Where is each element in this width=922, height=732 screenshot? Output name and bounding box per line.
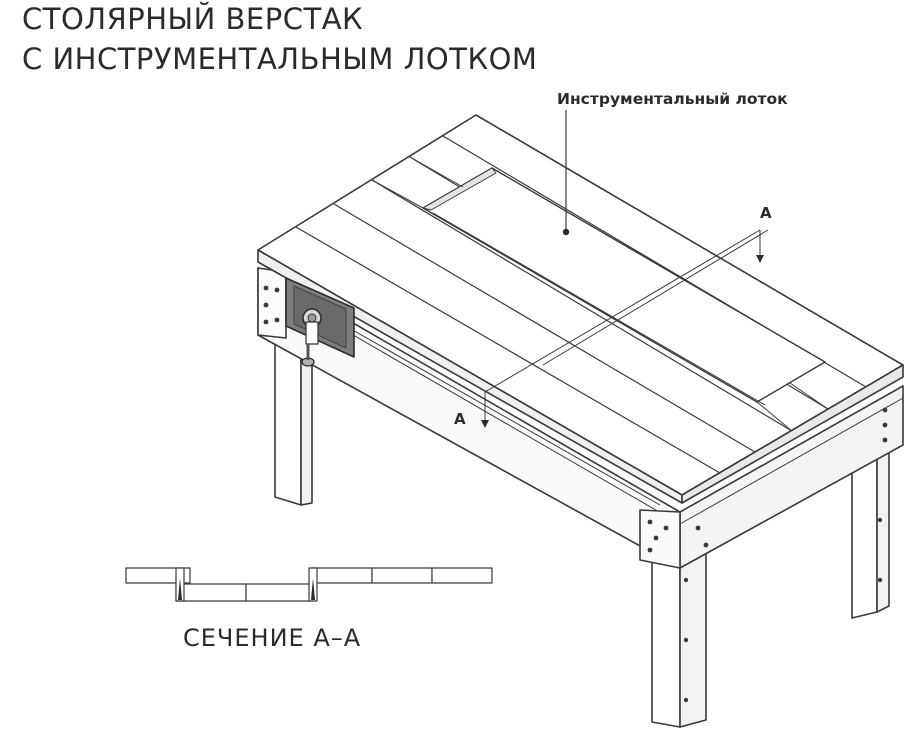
corner-post-front (639, 509, 709, 569)
tool-tray-leader (562, 110, 570, 236)
title-line-2: С ИНСТРУМЕНТАЛЬНЫМ ЛОТКОМ (22, 42, 538, 76)
section-mark-top-label: A (760, 204, 772, 222)
bench-top (257, 114, 904, 504)
right-front-leg (651, 547, 707, 728)
section-mark-bottom-label: A (454, 410, 466, 428)
right-back-leg (851, 439, 890, 619)
section-caption: СЕЧЕНИЕ А–А (183, 624, 362, 652)
bench-vise (285, 277, 355, 367)
title-line-1: СТОЛЯРНЫЙ ВЕРСТАК (22, 2, 364, 36)
tool-tray-label: Инструментальный лоток (557, 90, 788, 108)
section-line-a-a (481, 229, 764, 428)
corner-post-right (882, 407, 888, 443)
section-a-a-drawing (125, 567, 493, 602)
left-end-apron (257, 267, 287, 339)
